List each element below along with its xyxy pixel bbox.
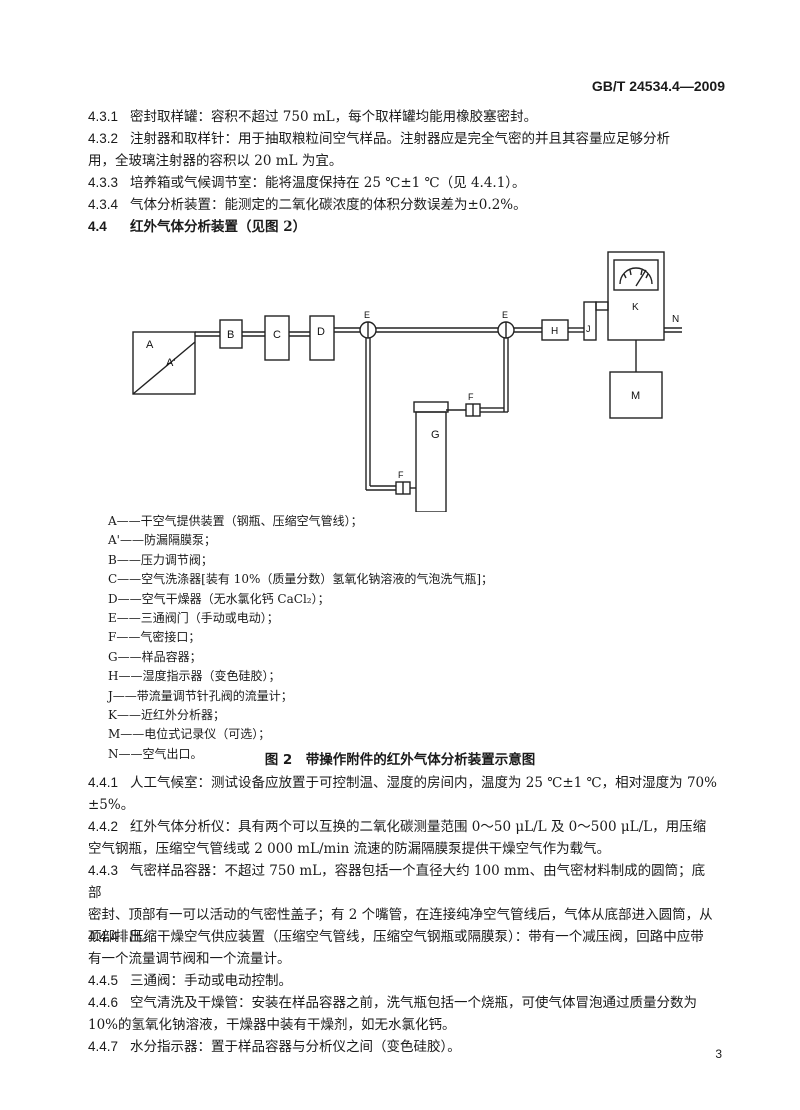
label-f1: F (398, 470, 404, 480)
component-m-recorder: M (609, 371, 663, 419)
component-g-container: G (413, 401, 449, 512)
component-e2-valve: E (497, 310, 515, 339)
clause-number: 4.3.2 (88, 131, 119, 146)
clause-continuation: 用，全玻璃注射器的容积以 20 mL 为宜。 (88, 153, 343, 169)
label-f2: F (468, 392, 474, 402)
component-f2-connector: F (465, 392, 481, 417)
clause-4-4-4: 4.4.4 压缩干燥空气供应装置（压缩空气管线，压缩空气钢瓶或隔膜泵）：带有一个减… (88, 926, 718, 970)
legend-item: H——湿度指示器（变色硅胶）； (108, 669, 281, 684)
clause-number: 4.4.4 (88, 929, 119, 944)
component-d: D (309, 315, 335, 361)
label-c: C (273, 329, 281, 341)
legend-item: K——近红外分析器； (108, 708, 225, 723)
component-a: A A' (132, 331, 196, 395)
clause-4-4-5: 4.4.5 三通阀：手动或电动控制。 (88, 970, 718, 992)
clause-number: 4.4.1 (88, 775, 119, 790)
clause-4-3-2: 4.3.2 注射器和取样针：用于抽取粮粒间空气样品。注射器应是完全气密的并且其容量… (88, 128, 718, 172)
legend-item: D——空气干燥器（无水氯化钙 CaCl₂）； (108, 591, 330, 606)
section-title: 红外气体分析装置（见图 2） (130, 219, 307, 235)
clause-number: 4.3.3 (88, 175, 119, 190)
label-e1: E (364, 310, 370, 320)
clause-continuation: 10%的氢氧化钠溶液，干燥器中装有干燥剂，如无水氯化钙。 (88, 1017, 456, 1033)
label-j: J (586, 324, 591, 334)
clause-continuation: 空气钢瓶，压缩空气管线或 2 000 mL/min 流速的防漏隔膜泵提供干燥空气… (88, 841, 611, 857)
section-4-4-heading: 4.4 红外气体分析装置（见图 2） (88, 216, 718, 238)
legend-item: F——气密接口； (108, 630, 201, 645)
component-j-flowmeter: J (583, 301, 609, 341)
clause-text: 人工气候室：测试设备应放置于可控制温、湿度的房间内，温度为 25 ℃±1 ℃，相… (130, 775, 717, 791)
legend-item: A——干空气提供装置（钢瓶、压缩空气管线）； (108, 514, 363, 528)
legend-item: B——压力调节阀； (108, 552, 213, 567)
label-k: K (632, 302, 639, 313)
section-number: 4.4 (88, 219, 107, 234)
component-h: H (541, 319, 569, 341)
standard-number: GB/T 24534.4—2009 (591, 78, 725, 94)
clause-text: 压缩干燥空气供应装置（压缩空气管线，压缩空气钢瓶或隔膜泵）：带有一个减压阀，回路… (130, 929, 704, 945)
clause-text: 培养箱或气候调节室：能将温度保持在 25 ℃±1 ℃（见 4.4.1）。 (130, 175, 526, 191)
label-a-prime: A' (166, 357, 175, 369)
legend-item: G——样品容器； (108, 649, 202, 664)
component-b: B (219, 319, 243, 349)
clause-text: 三通阀：手动或电动控制。 (130, 973, 292, 989)
clause-text: 红外气体分析仪：具有两个可以互换的二氧化碳测量范围 0～50 μL/L 及 0～… (130, 819, 707, 835)
clause-text: 密封取样罐：容积不超过 750 mL，每个取样罐均能用橡胶塞密封。 (130, 109, 538, 125)
clause-continuation: 有一个流量调节阀和一个流量计。 (88, 951, 291, 967)
clause-continuation: 顶部排出。 (88, 929, 156, 945)
component-e1-valve: E (359, 310, 377, 339)
clause-4-3-1: 4.3.1 密封取样罐：容积不超过 750 mL，每个取样罐均能用橡胶塞密封。 (88, 106, 718, 128)
figure-2-diagram: A A' B C D E E H J (132, 251, 682, 512)
label-a: A (146, 339, 154, 351)
label-d: D (317, 326, 325, 338)
legend-item: E——三通阀门（手动或电动）； (108, 611, 279, 626)
clause-number: 4.4.5 (88, 973, 119, 988)
legend-item: N——空气出口。 (108, 746, 203, 761)
clause-number: 4.4.3 (88, 863, 119, 878)
clause-text: 空气清洗及干燥管：安装在样品容器之前，洗气瓶包括一个烧瓶，可使气体冒泡通过质量分… (130, 995, 697, 1011)
component-f1-connector: F (395, 470, 411, 495)
clause-text: 水分指示器：置于样品容器与分析仪之间（变色硅胶）。 (130, 1039, 461, 1055)
clause-4-4-2: 4.4.2 红外气体分析仪：具有两个可以互换的二氧化碳测量范围 0～50 μL/L… (88, 816, 718, 860)
clause-4-4-7: 4.4.7 水分指示器：置于样品容器与分析仪之间（变色硅胶）。 (88, 1036, 718, 1058)
legend-item: J——带流量调节针孔阀的流量计； (108, 688, 293, 703)
label-e2: E (502, 310, 508, 320)
clause-continuation: ±5%。 (88, 797, 135, 813)
clause-text: 气体分析装置：能测定的二氧化碳浓度的体积分数误差为±0.2%。 (130, 197, 527, 213)
figure-caption: 图 2 带操作附件的红外气体分析装置示意图 (264, 752, 536, 768)
label-m: M (631, 390, 640, 402)
clause-number: 4.4.7 (88, 1039, 119, 1054)
label-h: H (551, 326, 558, 337)
label-n: N (672, 314, 679, 325)
clause-number: 4.4.6 (88, 995, 119, 1010)
legend-item: M——电位式记录仪（可选）； (108, 727, 271, 742)
clause-continuation: 密封、顶部有一可以活动的气密性盖子；有 2 个嘴管，在连接纯净空气管线后，气体从… (88, 907, 713, 923)
clause-4-4-1: 4.4.1 人工气候室：测试设备应放置于可控制温、湿度的房间内，温度为 25 ℃±… (88, 772, 718, 816)
clause-text: 注射器和取样针：用于抽取粮粒间空气样品。注射器应是完全气密的并且其容量应足够分析 (130, 131, 670, 147)
clause-4-3-3: 4.3.3 培养箱或气候调节室：能将温度保持在 25 ℃±1 ℃（见 4.4.1）… (88, 172, 718, 194)
clause-text: 气密样品容器：不超过 750 mL，容器包括一个直径大约 100 mm、由气密材… (88, 863, 706, 901)
clause-4-3-4: 4.3.4 气体分析装置：能测定的二氧化碳浓度的体积分数误差为±0.2%。 (88, 194, 718, 216)
clause-number: 4.3.1 (88, 109, 119, 124)
clause-4-4-6: 4.4.6 空气清洗及干燥管：安装在样品容器之前，洗气瓶包括一个烧瓶，可使气体冒泡… (88, 992, 718, 1036)
component-k-analyzer: K (607, 251, 665, 341)
label-g: G (431, 429, 440, 441)
page-number: 3 (715, 1047, 722, 1061)
figure-legend: A——干空气提供装置（钢瓶、压缩空气管线）； A'——防漏隔膜泵； B——压力调… (108, 512, 493, 764)
clause-number: 4.3.4 (88, 197, 119, 212)
clause-number: 4.4.2 (88, 819, 119, 834)
legend-item: C——空气洗涤器[装有 10%（质量分数）氢氧化钠溶液的气泡洗气瓶]； (108, 572, 494, 587)
legend-item: A'——防漏隔膜泵； (108, 533, 216, 548)
component-c: C (264, 315, 290, 361)
label-b: B (227, 329, 234, 341)
